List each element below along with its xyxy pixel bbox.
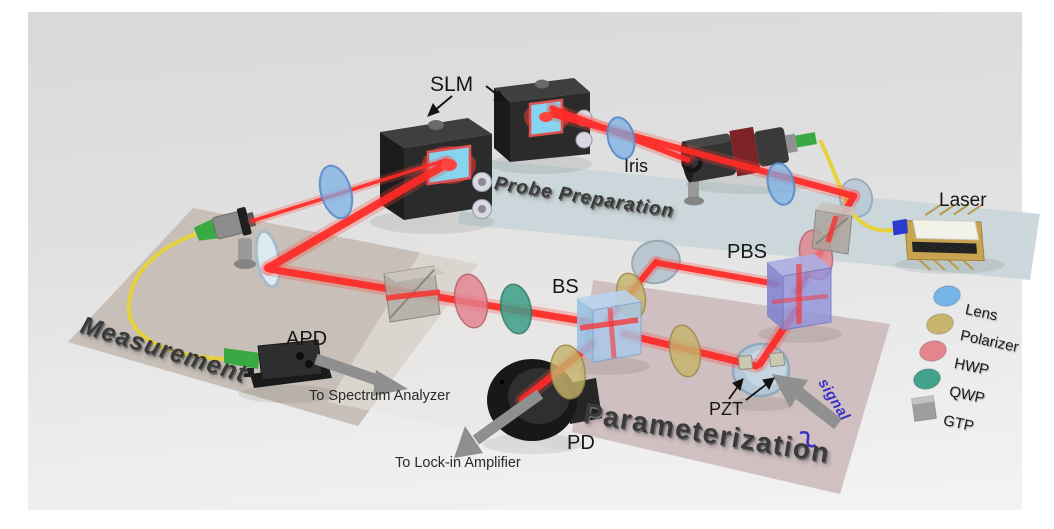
legend — [911, 285, 961, 422]
legend-swatch-qwp — [913, 368, 941, 390]
optical-fibers — [126, 139, 907, 361]
laser-diode-package — [892, 203, 985, 271]
legend-swatch-hwp — [919, 340, 947, 362]
fiber-coupler-to-apd — [126, 232, 225, 361]
lens — [606, 116, 636, 160]
fiber-connector-green — [224, 348, 260, 369]
legend-swatch-lens — [933, 285, 961, 307]
scene-graphics — [68, 78, 1040, 494]
slm-top-bolt — [428, 120, 444, 130]
spectrum-analyzer-arrow — [314, 353, 408, 396]
beam-spot-slm-right — [539, 112, 553, 122]
slm-label: SLM — [430, 73, 474, 96]
bs-label: BS — [552, 276, 579, 298]
pd-label: PD — [567, 432, 595, 454]
beam-spot-slm-left — [441, 159, 457, 171]
to-spectrum-analyzer-note: To Spectrum Analyzer — [309, 388, 451, 404]
legend-swatch-polarizer — [926, 313, 954, 335]
slm-box-right — [494, 78, 593, 162]
pbs-cube — [767, 254, 832, 331]
output-arrows — [314, 353, 843, 458]
fiber-connector-green — [795, 132, 817, 148]
polarizer — [668, 324, 702, 378]
coupler-post — [238, 238, 252, 264]
beam-mirror-to-slm — [264, 159, 452, 272]
laser-fiber-boot — [892, 218, 908, 236]
hwp-waveplate — [453, 273, 489, 329]
iris-label: Iris — [624, 156, 648, 176]
pzt-arrow-right — [745, 377, 775, 401]
polarizer — [550, 344, 586, 400]
laser-lid — [912, 219, 980, 241]
gtp-prism — [811, 202, 858, 255]
signal-arrow — [772, 374, 843, 430]
slm-arrow-left — [427, 95, 453, 117]
pzt-actuator — [738, 354, 754, 370]
pzt-arrow-left — [728, 378, 744, 400]
beam-slm2-to-mirror — [548, 110, 858, 200]
render-scene: SLM Iris Laser PBS BS APD PD PZT To Spec… — [28, 12, 1040, 510]
fiber-connector-green — [193, 218, 218, 241]
optics — [318, 116, 858, 400]
fiber-coupler — [193, 207, 257, 241]
parameterization-platform — [572, 280, 890, 494]
apd-detector — [224, 339, 332, 388]
sine-wave-icon — [799, 430, 817, 448]
lens — [766, 162, 796, 206]
bs-cube — [577, 290, 642, 363]
annotation-arrows — [427, 85, 817, 448]
pzt-label: PZT — [709, 399, 743, 419]
legend-swatch-gtp — [911, 395, 938, 422]
pbs-label: PBS — [727, 241, 768, 263]
laser-label: Laser — [939, 190, 987, 211]
pzt-actuator — [769, 351, 786, 368]
lockin-arrow — [454, 389, 544, 458]
slm-arrow-right — [485, 85, 508, 102]
beam-pbs-to-loopmirror — [655, 260, 779, 287]
fiber-laser-to-collimator — [818, 139, 907, 233]
qwp-waveplate — [499, 283, 533, 335]
gtp-prism — [383, 265, 446, 323]
probe-preparation-platform — [458, 158, 1040, 280]
lens — [318, 164, 354, 220]
apd-label: APD — [286, 328, 328, 350]
to-lockin-amplifier-note: To Lock-in Amplifier — [395, 455, 521, 471]
